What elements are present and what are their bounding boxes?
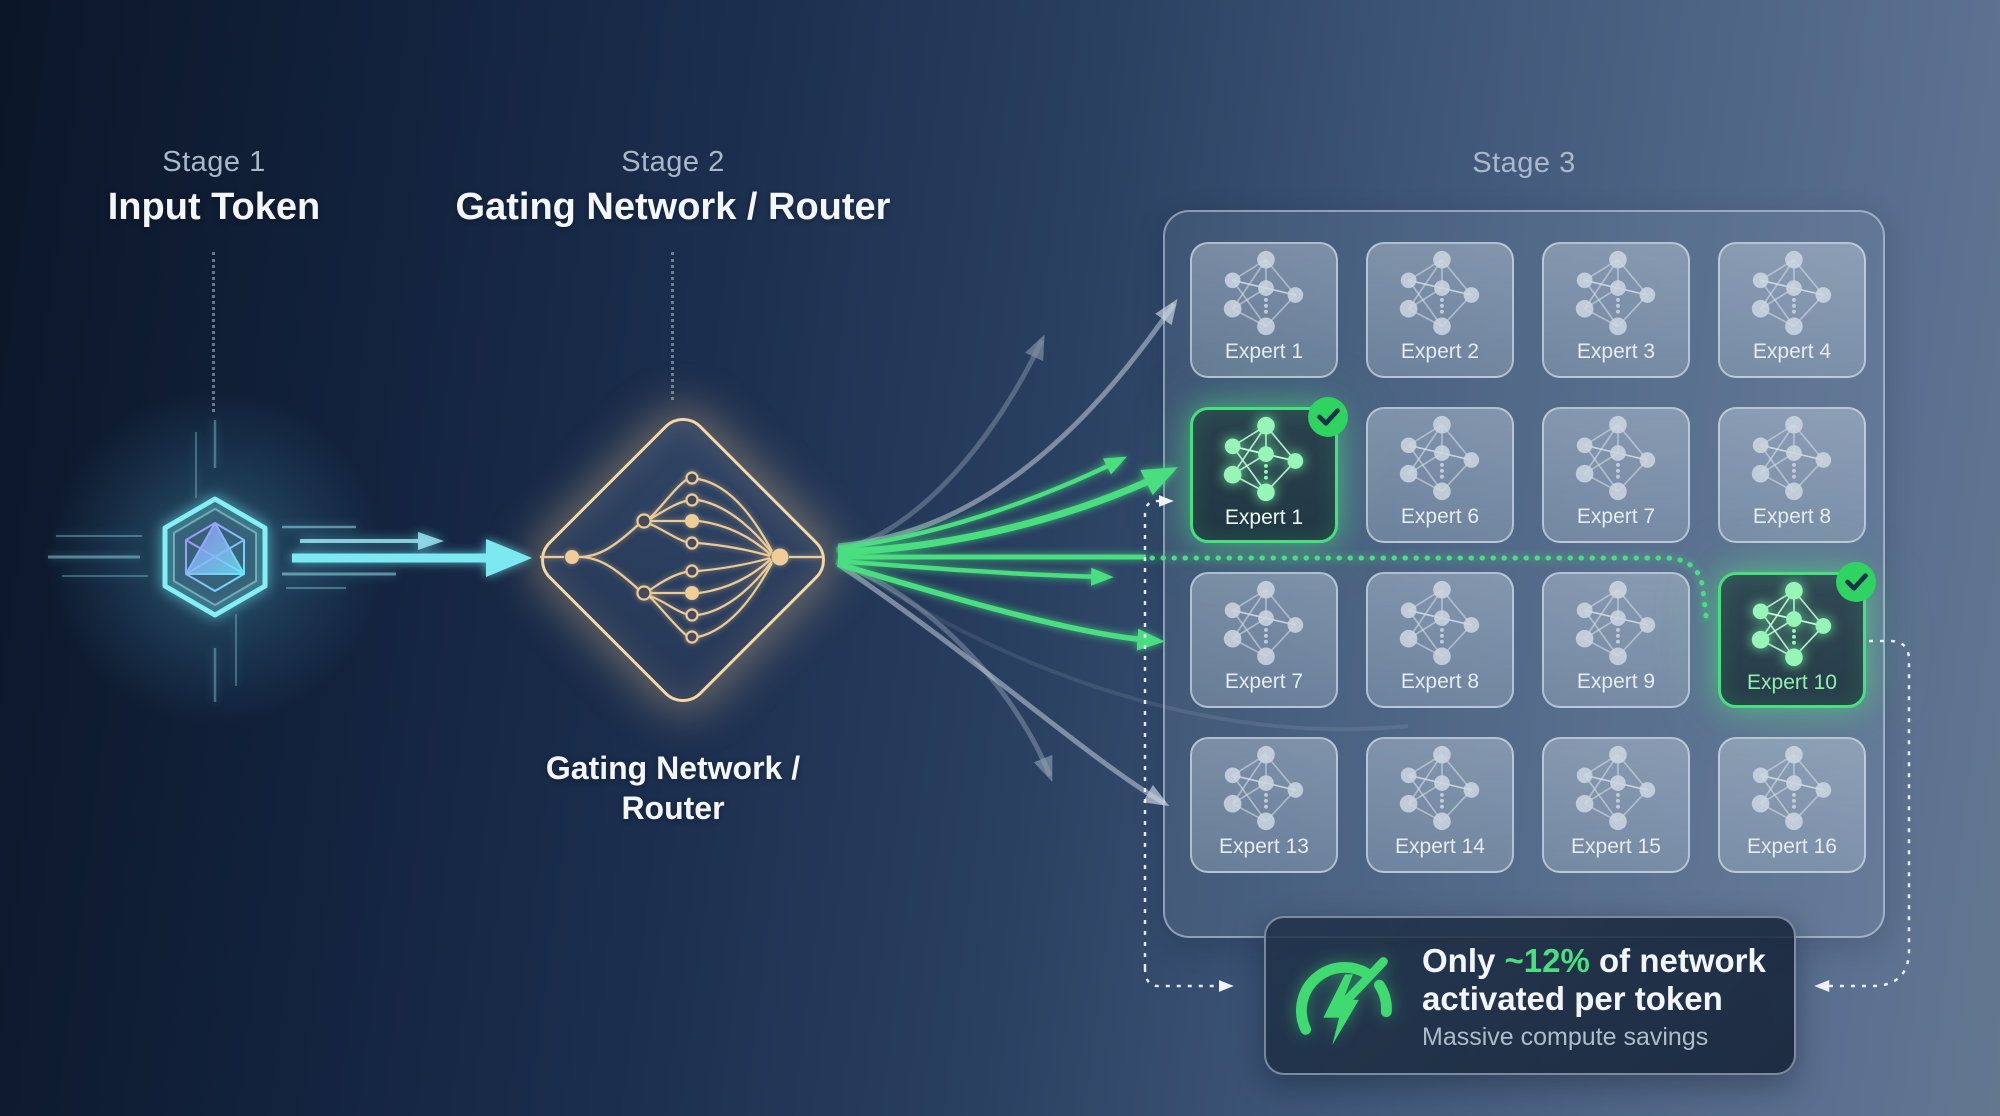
stage2-label: Stage 2 <box>621 146 725 178</box>
expert-card: Expert 8 <box>1718 407 1866 543</box>
savings-badge: Only ~12% of network activated per token… <box>1264 916 1796 1075</box>
gauge-lightning-icon <box>1296 956 1392 1045</box>
stage2-guide-line <box>671 252 674 400</box>
expert-card: Expert 7 <box>1542 407 1690 543</box>
neural-net-icon <box>1399 250 1480 336</box>
neural-net-icon <box>1223 745 1304 831</box>
neural-net-icon <box>1751 415 1832 501</box>
savings-line1-prefix: Only <box>1422 941 1505 979</box>
stage2-title: Gating Network / Router <box>455 186 891 228</box>
neural-net-icon <box>1399 415 1480 501</box>
stage1-title: Input Token <box>107 186 321 228</box>
expert-label: Expert 16 <box>1747 835 1837 858</box>
expert-card: Expert 16 <box>1718 737 1866 873</box>
check-icon <box>1836 562 1876 602</box>
expert-grid: Expert 1 Expert 2 Expert 3 Expert 4 Expert 1… <box>1190 242 1876 873</box>
expert-label: Expert 6 <box>1400 505 1480 528</box>
neural-net-icon <box>1399 580 1480 666</box>
savings-badge-text: Only ~12% of network activated per token… <box>1422 940 1766 1052</box>
stage1-label: Stage 1 <box>162 146 266 178</box>
expert-card: Expert 10 <box>1718 562 1876 708</box>
expert-label: Expert 13 <box>1219 835 1309 858</box>
gating-caption-line1: Gating Network / <box>545 750 801 786</box>
expert-card: Expert 2 <box>1366 242 1514 378</box>
expert-label: Expert 4 <box>1752 340 1832 363</box>
expert-card: Expert 8 <box>1366 572 1514 708</box>
neural-net-icon <box>1575 745 1656 831</box>
expert-label: Expert 2 <box>1400 340 1480 363</box>
gating-router-diamond <box>530 407 836 713</box>
neural-net-icon <box>1751 745 1832 831</box>
expert-label: Expert 1 <box>1224 340 1304 363</box>
neural-net-icon <box>1575 580 1656 666</box>
expert-label: Expert 7 <box>1576 505 1656 528</box>
expert-card: Expert 15 <box>1542 737 1690 873</box>
check-icon <box>1308 397 1348 437</box>
expert-card: Expert 13 <box>1190 737 1338 873</box>
expert-card: Expert 1 <box>1190 397 1348 543</box>
savings-line2: activated per token <box>1422 979 1723 1017</box>
neural-net-icon <box>1223 416 1304 502</box>
expert-label: Expert 8 <box>1400 670 1480 693</box>
stage3-label: Stage 3 <box>1472 147 1576 179</box>
neural-net-icon <box>1751 250 1832 336</box>
neural-net-icon <box>1751 581 1832 667</box>
expert-card: Expert 4 <box>1718 242 1866 378</box>
neural-net-icon <box>1223 250 1304 336</box>
input-token-icon <box>162 496 268 618</box>
expert-label: Expert 15 <box>1571 835 1661 858</box>
gating-caption-line2: Router <box>621 790 725 826</box>
expert-card: Expert 7 <box>1190 572 1338 708</box>
neural-net-icon <box>1575 250 1656 336</box>
savings-subtitle: Massive compute savings <box>1422 1022 1709 1051</box>
expert-label: Expert 9 <box>1576 670 1656 693</box>
expert-label: Expert 3 <box>1576 340 1656 363</box>
savings-line1-suffix: of network <box>1589 941 1766 979</box>
neural-net-icon <box>1575 415 1656 501</box>
savings-percent: ~12% <box>1504 941 1590 979</box>
expert-card: Expert 3 <box>1542 242 1690 378</box>
expert-label: Expert 10 <box>1747 671 1837 694</box>
expert-card: Expert 14 <box>1366 737 1514 873</box>
savings-line1: Only ~12% of network <box>1422 942 1766 980</box>
expert-label: Expert 7 <box>1224 670 1304 693</box>
expert-card: Expert 6 <box>1366 407 1514 543</box>
expert-label: Expert 1 <box>1224 506 1304 529</box>
expert-card: Expert 9 <box>1542 572 1690 708</box>
stage1-guide-line <box>212 252 215 412</box>
expert-label: Expert 14 <box>1395 835 1485 858</box>
gating-router-caption: Gating Network / Router <box>433 748 913 828</box>
expert-card: Expert 1 <box>1190 242 1338 378</box>
neural-net-icon <box>1399 745 1480 831</box>
neural-net-icon <box>1223 580 1304 666</box>
expert-label: Expert 8 <box>1752 505 1832 528</box>
